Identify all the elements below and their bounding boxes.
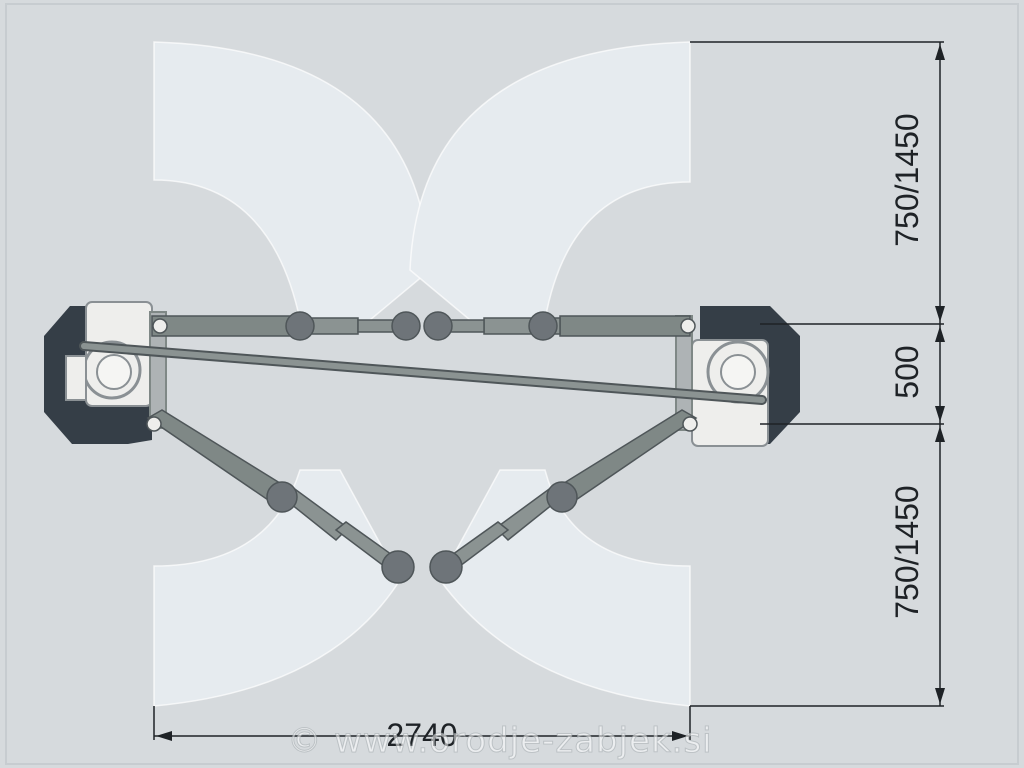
left-post — [44, 301, 167, 444]
dim-total-width: 2740 — [386, 717, 457, 753]
joint-top-left-1 — [285, 311, 315, 341]
dimension-arrows — [156, 44, 945, 741]
left-motor-core — [96, 354, 132, 390]
bottom-arm-joints — [146, 416, 698, 584]
pivot-top-left — [152, 318, 168, 334]
joint-top-left-2 — [391, 311, 421, 341]
joint-bottom-left-2 — [381, 550, 415, 584]
top-left-arm-section-1 — [151, 315, 301, 337]
joint-bottom-right-1 — [546, 481, 578, 513]
right-motor-core — [720, 354, 756, 390]
joint-top-right-1 — [528, 311, 558, 341]
watermark: © www.orodje-zabjek.si — [287, 721, 712, 761]
sweep-top-right — [409, 41, 691, 321]
pivot-bottom-left — [146, 416, 162, 432]
frame — [5, 3, 1019, 765]
dimension-lines — [153, 41, 944, 740]
left-motor-box — [65, 355, 87, 401]
joint-top-right-2 — [423, 311, 453, 341]
pivot-top-right — [680, 318, 696, 334]
joint-bottom-right-2 — [429, 550, 463, 584]
right-post — [675, 306, 800, 447]
dim-post-spacing: 500 — [889, 345, 925, 398]
pivot-bottom-right — [682, 416, 698, 432]
dim-bottom-arm-reach: 750/1450 — [889, 485, 925, 618]
joint-bottom-left-1 — [266, 481, 298, 513]
top-right-arm-section-1 — [559, 315, 691, 337]
dim-top-arm-reach: 750/1450 — [889, 113, 925, 246]
top-arm-joints — [152, 311, 696, 341]
equalizer-bar — [79, 341, 767, 405]
